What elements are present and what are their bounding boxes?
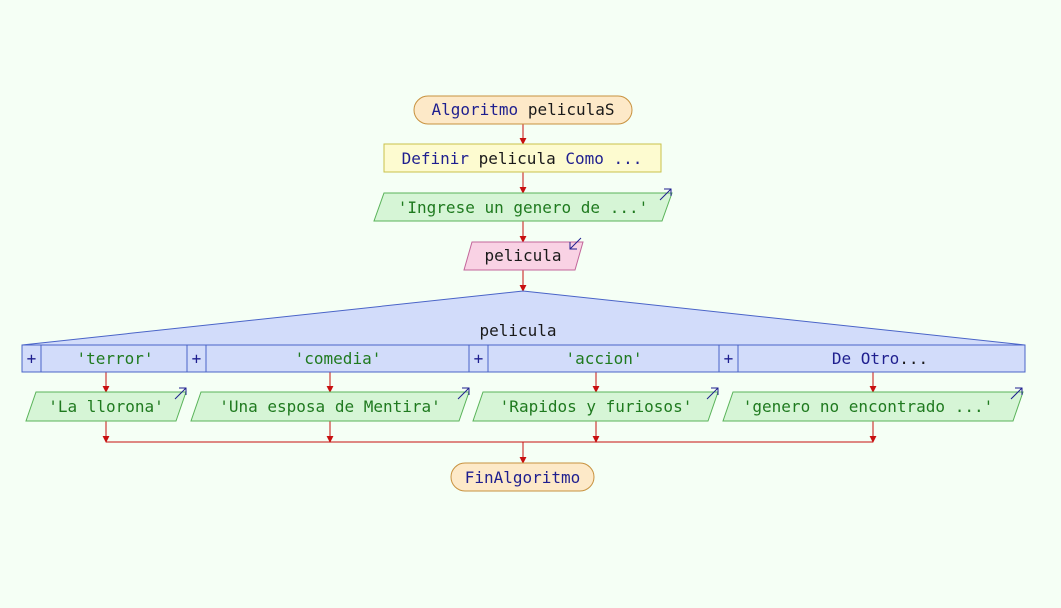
- case-output-text: 'Una esposa de Mentira': [219, 397, 441, 416]
- svg-text:Definir pelicula Como ...: Definir pelicula Como ...: [402, 149, 643, 168]
- input-variable-text: pelicula: [484, 246, 561, 265]
- switch-case-comedia[interactable]: + 'comedia': [186, 344, 382, 373]
- define-keyword: Definir: [402, 149, 470, 168]
- start-terminal[interactable]: Algoritmo peliculaS: [413, 95, 633, 125]
- define-block[interactable]: Definir pelicula Como ...: [383, 143, 662, 173]
- output-prompt-text: 'Ingrese un genero de ...': [398, 198, 648, 217]
- case-label: 'accion': [565, 349, 642, 368]
- define-as-keyword: Como: [565, 149, 604, 168]
- expand-icon: +: [27, 349, 37, 368]
- case-label: 'terror': [76, 349, 153, 368]
- case-default-suffix: ...: [899, 349, 928, 368]
- expand-icon: +: [192, 349, 202, 368]
- case-label: 'comedia': [295, 349, 382, 368]
- expand-button[interactable]: [468, 344, 489, 373]
- expand-icon: +: [474, 349, 484, 368]
- switch-case-default[interactable]: + De Otro...: [718, 344, 928, 373]
- input-block[interactable]: pelicula: [463, 237, 584, 271]
- end-keyword: FinAlgoritmo: [465, 468, 581, 487]
- case-output-2[interactable]: 'Una esposa de Mentira': [190, 387, 470, 422]
- case-default-keyword: De Otro: [832, 349, 899, 368]
- algorithm-name: peliculaS: [528, 100, 615, 119]
- output-arrow-icon: [174, 387, 187, 400]
- case-output-text: 'La llorona': [48, 397, 164, 416]
- switch-case-terror[interactable]: + 'terror': [21, 344, 154, 373]
- output-arrow-icon: [659, 188, 672, 201]
- start-keyword: Algoritmo: [431, 100, 518, 119]
- expand-button[interactable]: [186, 344, 207, 373]
- expand-icon: +: [724, 349, 734, 368]
- define-variable: pelicula: [479, 149, 556, 168]
- switch-variable-text: pelicula: [479, 321, 556, 340]
- switch-case-accion[interactable]: + 'accion': [468, 344, 643, 373]
- case-output-3[interactable]: 'Rapidos y furiosos': [472, 387, 719, 422]
- case-output-1[interactable]: 'La llorona': [25, 387, 187, 422]
- case-label-default: De Otro...: [832, 349, 928, 368]
- connector-wires: [102, 124, 877, 464]
- case-output-text: 'genero no encontrado ...': [743, 397, 993, 416]
- output-arrow-icon: [1010, 387, 1023, 400]
- case-output-4[interactable]: 'genero no encontrado ...': [722, 387, 1024, 422]
- output-arrow-icon: [457, 387, 470, 400]
- svg-text:Algoritmo peliculaS: Algoritmo peliculaS: [431, 100, 614, 119]
- output-arrow-icon: [706, 387, 719, 400]
- define-ellipsis: ...: [614, 149, 643, 168]
- output-prompt-block[interactable]: 'Ingrese un genero de ...': [373, 188, 673, 222]
- expand-button[interactable]: [21, 344, 42, 373]
- expand-button[interactable]: [718, 344, 739, 373]
- input-arrow-icon: [569, 237, 582, 250]
- end-terminal[interactable]: FinAlgoritmo: [450, 462, 595, 492]
- case-output-text: 'Rapidos y furiosos': [500, 397, 693, 416]
